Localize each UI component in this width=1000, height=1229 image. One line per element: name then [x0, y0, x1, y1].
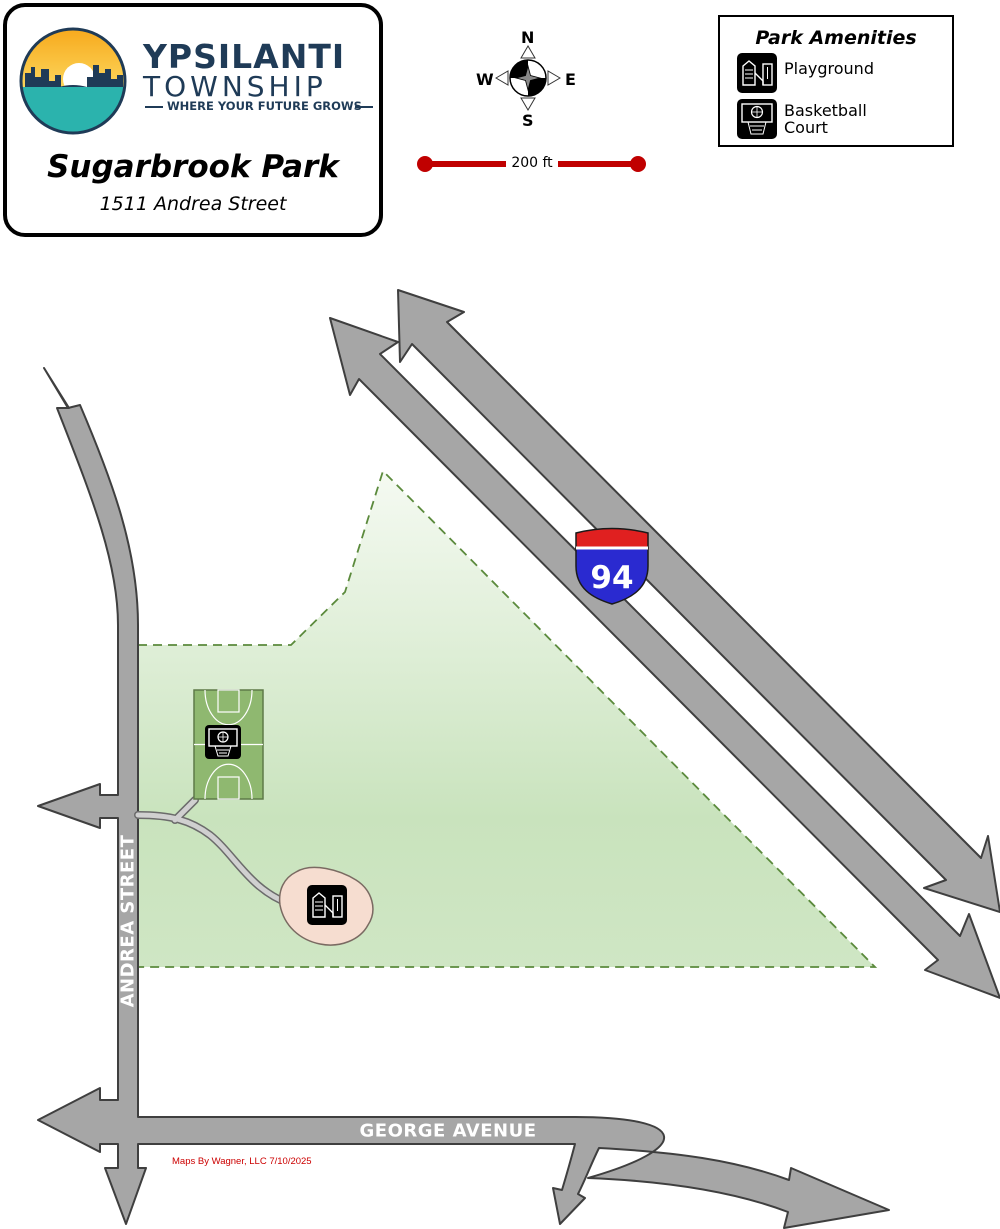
i94-westbound-lanes	[329, 317, 1000, 999]
footpath	[135, 797, 293, 907]
title-card: YPSILANTI TOWNSHIP WHERE YOUR FUTURE GRO…	[3, 3, 383, 237]
legend: Park Amenities Playground Basketball Cou…	[718, 15, 954, 147]
george-avenue-label: GEORGE AVENUE	[359, 1120, 537, 1142]
legend-label-basketball-line1: Basketball	[784, 101, 867, 120]
i94-eastbound-lanes	[397, 289, 1000, 913]
park-name: Sugarbrook Park	[47, 149, 339, 185]
compass-north-label: N	[521, 28, 535, 47]
logo-text-line1: YPSILANTI	[143, 37, 346, 76]
logo-text-line2: TOWNSHIP	[143, 70, 327, 103]
compass-east-label: E	[565, 70, 576, 89]
scale-label: 200 ft	[506, 154, 558, 172]
basketball-court-icon	[737, 99, 777, 139]
logo-tagline: WHERE YOUR FUTURE GROWS	[167, 99, 362, 113]
compass-rose	[495, 45, 561, 111]
legend-label-basketball-line2: Court	[784, 118, 828, 137]
andrea-street-road	[37, 367, 890, 1229]
compass-south-label: S	[522, 111, 534, 130]
playground-icon	[737, 53, 777, 93]
basketball-court-marker-icon	[205, 725, 241, 759]
township-logo-icon	[19, 27, 127, 135]
legend-label-playground: Playground	[784, 59, 874, 78]
playground-marker-icon	[307, 885, 347, 925]
tagline-rule-left	[145, 106, 163, 108]
interstate-number: 94	[590, 560, 634, 596]
andrea-street-label: ANDREA STREET	[117, 834, 139, 1008]
park-address: 1511 Andrea Street	[99, 193, 287, 215]
legend-title: Park Amenities	[755, 27, 917, 49]
interstate-94-shield	[575, 527, 649, 605]
compass-west-label: W	[476, 70, 494, 89]
tagline-rule-right	[355, 106, 373, 108]
map-credit: Maps By Wagner, LLC 7/10/2025	[172, 1156, 312, 1167]
